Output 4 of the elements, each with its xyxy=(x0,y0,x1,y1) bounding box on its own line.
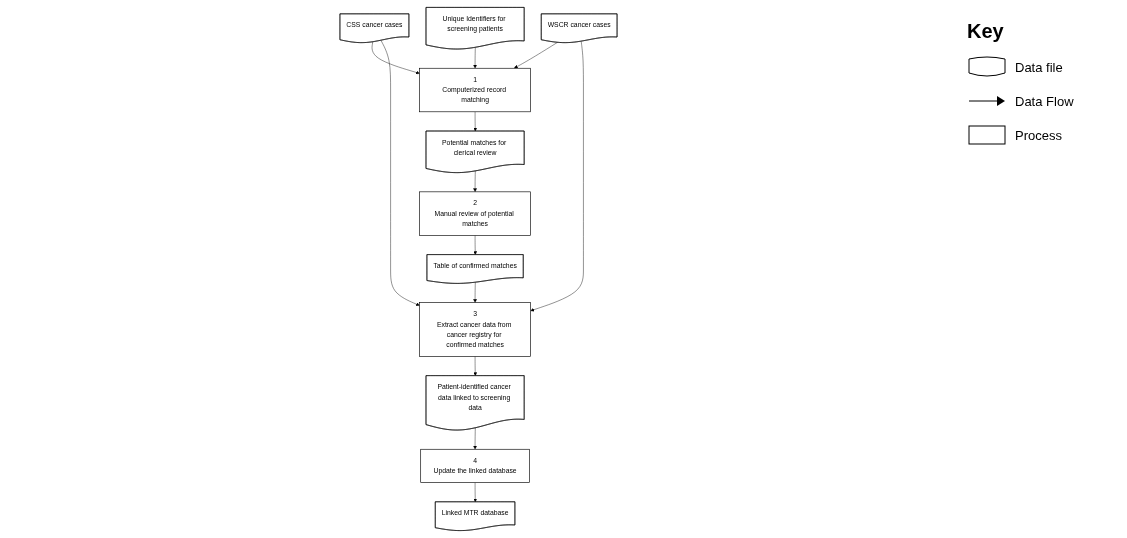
legend-text: Data file xyxy=(1015,59,1063,75)
key-heading: Key xyxy=(967,20,1005,43)
legend-text: Data Flow xyxy=(1015,93,1074,109)
legend-text: Process xyxy=(1015,127,1062,143)
